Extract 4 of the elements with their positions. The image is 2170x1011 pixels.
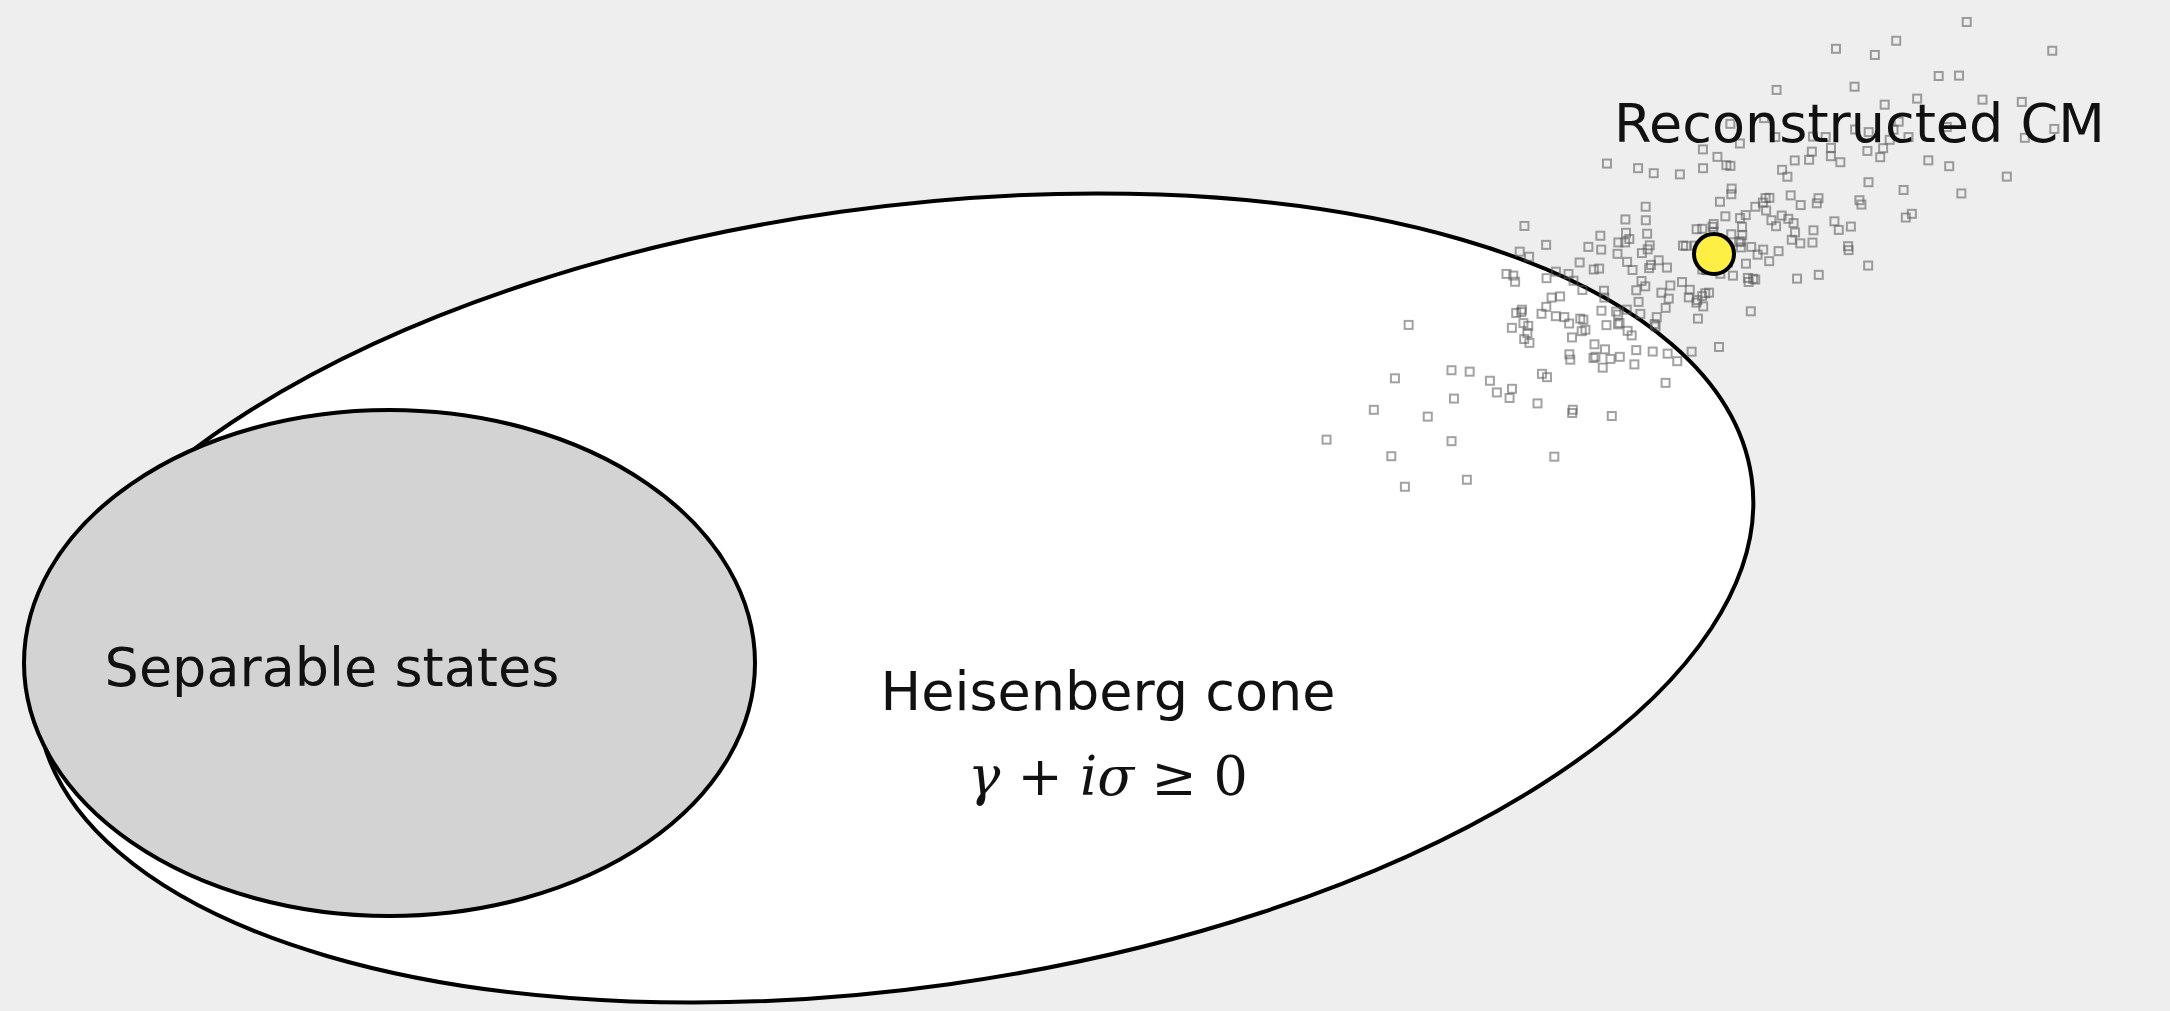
- formula: γ + iσ ≥ 0: [968, 745, 1248, 808]
- set-label: Separable states: [104, 636, 560, 699]
- point-label: Reconstructed CM: [1614, 92, 2105, 155]
- set-label: Heisenberg cone: [880, 660, 1336, 723]
